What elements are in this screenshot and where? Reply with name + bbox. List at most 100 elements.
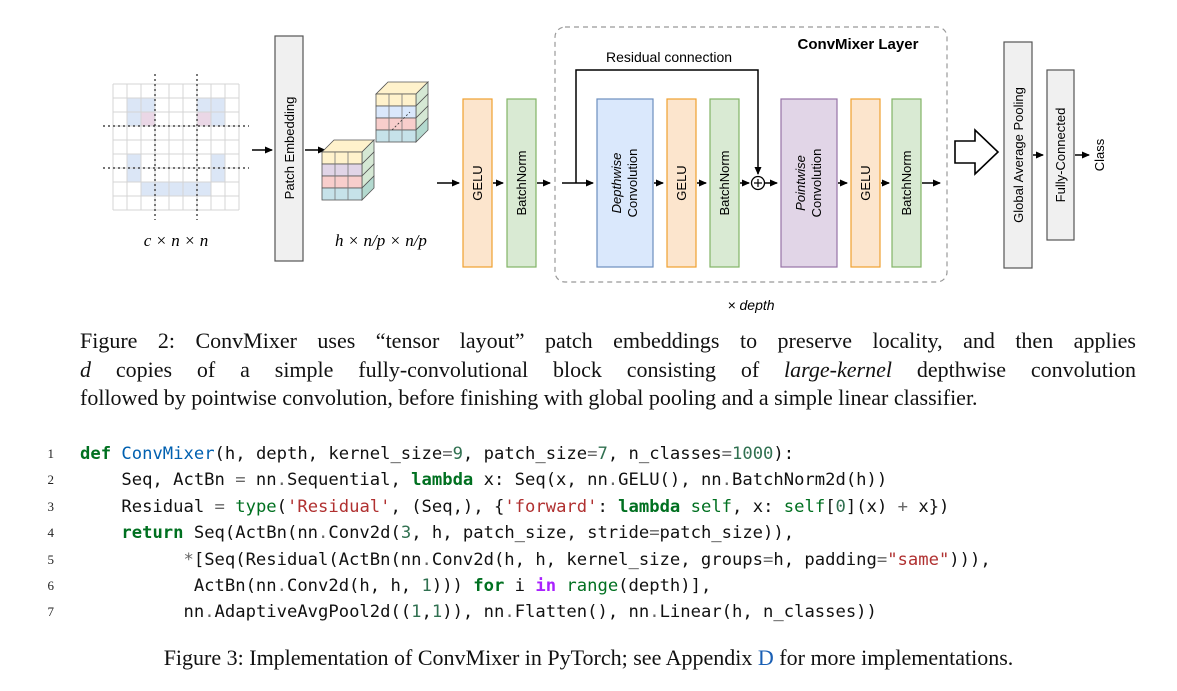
code-token: (depth)],	[618, 575, 712, 596]
batchnorm-label: BatchNorm	[514, 150, 529, 215]
code-token: .	[649, 602, 660, 623]
code-token: Conv2d(h, h,	[286, 575, 422, 596]
code-line-3: 3 Residual = type('Residual', (Seq,), {'…	[30, 494, 1170, 520]
code-token: lambda	[411, 470, 474, 491]
code-token: )), nn	[442, 602, 505, 623]
code-token: "same"	[887, 549, 950, 570]
line-number: 4	[47, 525, 55, 541]
code-token: , patch_size	[462, 444, 588, 464]
code-token: =	[235, 470, 246, 491]
code-token: ):	[773, 444, 795, 464]
code-token	[80, 523, 121, 543]
code-token: patch_size)),	[659, 523, 795, 544]
figure-2-caption-line-2: d copies of a simple fully-convolutional…	[80, 356, 1136, 385]
pointwise-convolution-label: Convolution	[809, 149, 824, 218]
pointwise-italic-label: Pointwise	[793, 155, 808, 211]
code-token: =	[876, 549, 888, 570]
code-token: 7	[597, 444, 608, 464]
code-token: [Seq(Residual(ActBn(nn	[193, 549, 422, 570]
code-token: self	[690, 496, 733, 517]
large-kernel-emphasis: large-kernel	[784, 356, 892, 382]
code-token: 1	[431, 602, 443, 623]
line-number: 6	[47, 577, 55, 593]
code-token: 'forward'	[504, 496, 598, 517]
code-token: Seq(ActBn(nn	[183, 523, 319, 544]
code-line-5: 5 *[Seq(Residual(ActBn(nn.Conv2d(h, h, k…	[30, 547, 1170, 573]
code-token: nn	[80, 602, 205, 623]
line-number: 7	[47, 604, 55, 620]
code-token: .	[421, 549, 432, 570]
d-symbol: d	[80, 356, 91, 382]
batchnorm-block	[506, 98, 537, 268]
code-token: +	[897, 496, 909, 517]
code-line-6: 6 ActBn(nn.Conv2d(h, h, 1))) for i in ra…	[30, 573, 1170, 599]
depth-label: × depth	[727, 297, 774, 313]
code-token: .	[276, 575, 287, 596]
code-token: Flatten(), nn	[514, 602, 650, 623]
code-token: 'Residual'	[287, 496, 391, 517]
code-token: 1	[411, 602, 422, 623]
code-token: Conv2d(h, h, kernel_size, groups	[431, 549, 763, 570]
code-token: range	[566, 575, 619, 596]
gelu-label: GELU	[858, 165, 873, 200]
code-line-7: 7 nn.AdaptiveAvgPool2d((1,1)), nn.Flatte…	[30, 599, 1170, 625]
code-token: nn	[245, 470, 277, 491]
code-token: h, padding	[773, 549, 877, 570]
code-token: =	[721, 444, 733, 464]
batchnorm-block	[709, 98, 740, 268]
code-line-2: 2 Seq, ActBn = nn.Sequential, lambda x: …	[30, 467, 1170, 493]
code-token: , x:	[732, 496, 784, 517]
appendix-link[interactable]: D	[757, 645, 774, 670]
line-number: 5	[47, 551, 55, 567]
residual-connection-label: Residual connection	[606, 49, 732, 65]
patch-tensor-cubes	[321, 81, 429, 201]
residual-sum-icon	[750, 175, 766, 191]
convmixer-diagram: c × n × n Patch Embedding	[103, 26, 1107, 313]
code-token: return	[121, 523, 184, 544]
code-token: =	[763, 549, 774, 570]
code-token: 9	[452, 444, 463, 464]
code-token: .	[318, 523, 329, 544]
code-token: ,	[421, 602, 432, 623]
fully-connected-box	[1046, 69, 1075, 241]
code-token: Conv2d(	[328, 523, 401, 544]
code-token: .	[276, 470, 287, 491]
depthwise-italic-label: Depthwise	[609, 153, 624, 214]
caption-text: for more implementations.	[773, 645, 1014, 670]
code-token: .	[504, 602, 515, 623]
code-token: .	[607, 470, 619, 491]
code-token: x})	[908, 496, 950, 517]
caption-text: depthwise convolution	[891, 356, 1136, 382]
code-token	[225, 497, 235, 517]
code-token: , (Seq,), {	[390, 496, 505, 517]
code-token: =	[649, 523, 660, 544]
figure-2-caption-line-1: Figure 2: ConvMixer uses “tensor layout”…	[80, 328, 1136, 353]
residual-connection-path	[575, 69, 762, 183]
patch-embedding-label: Patch Embedding	[282, 97, 297, 200]
code-token: .	[204, 602, 215, 623]
code-token: :	[597, 496, 619, 517]
code-token	[680, 497, 690, 517]
depthwise-conv-block	[596, 98, 654, 268]
code-token: 1	[421, 575, 432, 596]
code-token: lambda	[618, 496, 681, 517]
code-token: (	[276, 496, 288, 517]
code-token: , h, patch_size, stride	[411, 523, 650, 544]
batchnorm-label: BatchNorm	[899, 150, 914, 215]
line-number: 1	[47, 446, 55, 461]
input-shape-label: c × n × n	[144, 231, 209, 250]
tensor-shape-label: h × n/p × n/p	[335, 231, 427, 250]
depthwise-convolution-label: Convolution	[625, 149, 640, 218]
gelu-label: GELU	[674, 165, 689, 200]
code-token: (h, depth, kernel_size	[214, 444, 443, 464]
big-arrow-icon	[954, 128, 1000, 176]
code-token: type	[235, 496, 277, 517]
code-token: self	[783, 496, 826, 517]
code-token: 0	[835, 496, 846, 517]
global-average-pooling-box	[1003, 41, 1033, 269]
code-token: Linear(h, n_classes))	[659, 602, 877, 623]
code-token: ConvMixer	[121, 444, 215, 464]
code-token: AdaptiveAvgPool2d((	[214, 602, 412, 623]
